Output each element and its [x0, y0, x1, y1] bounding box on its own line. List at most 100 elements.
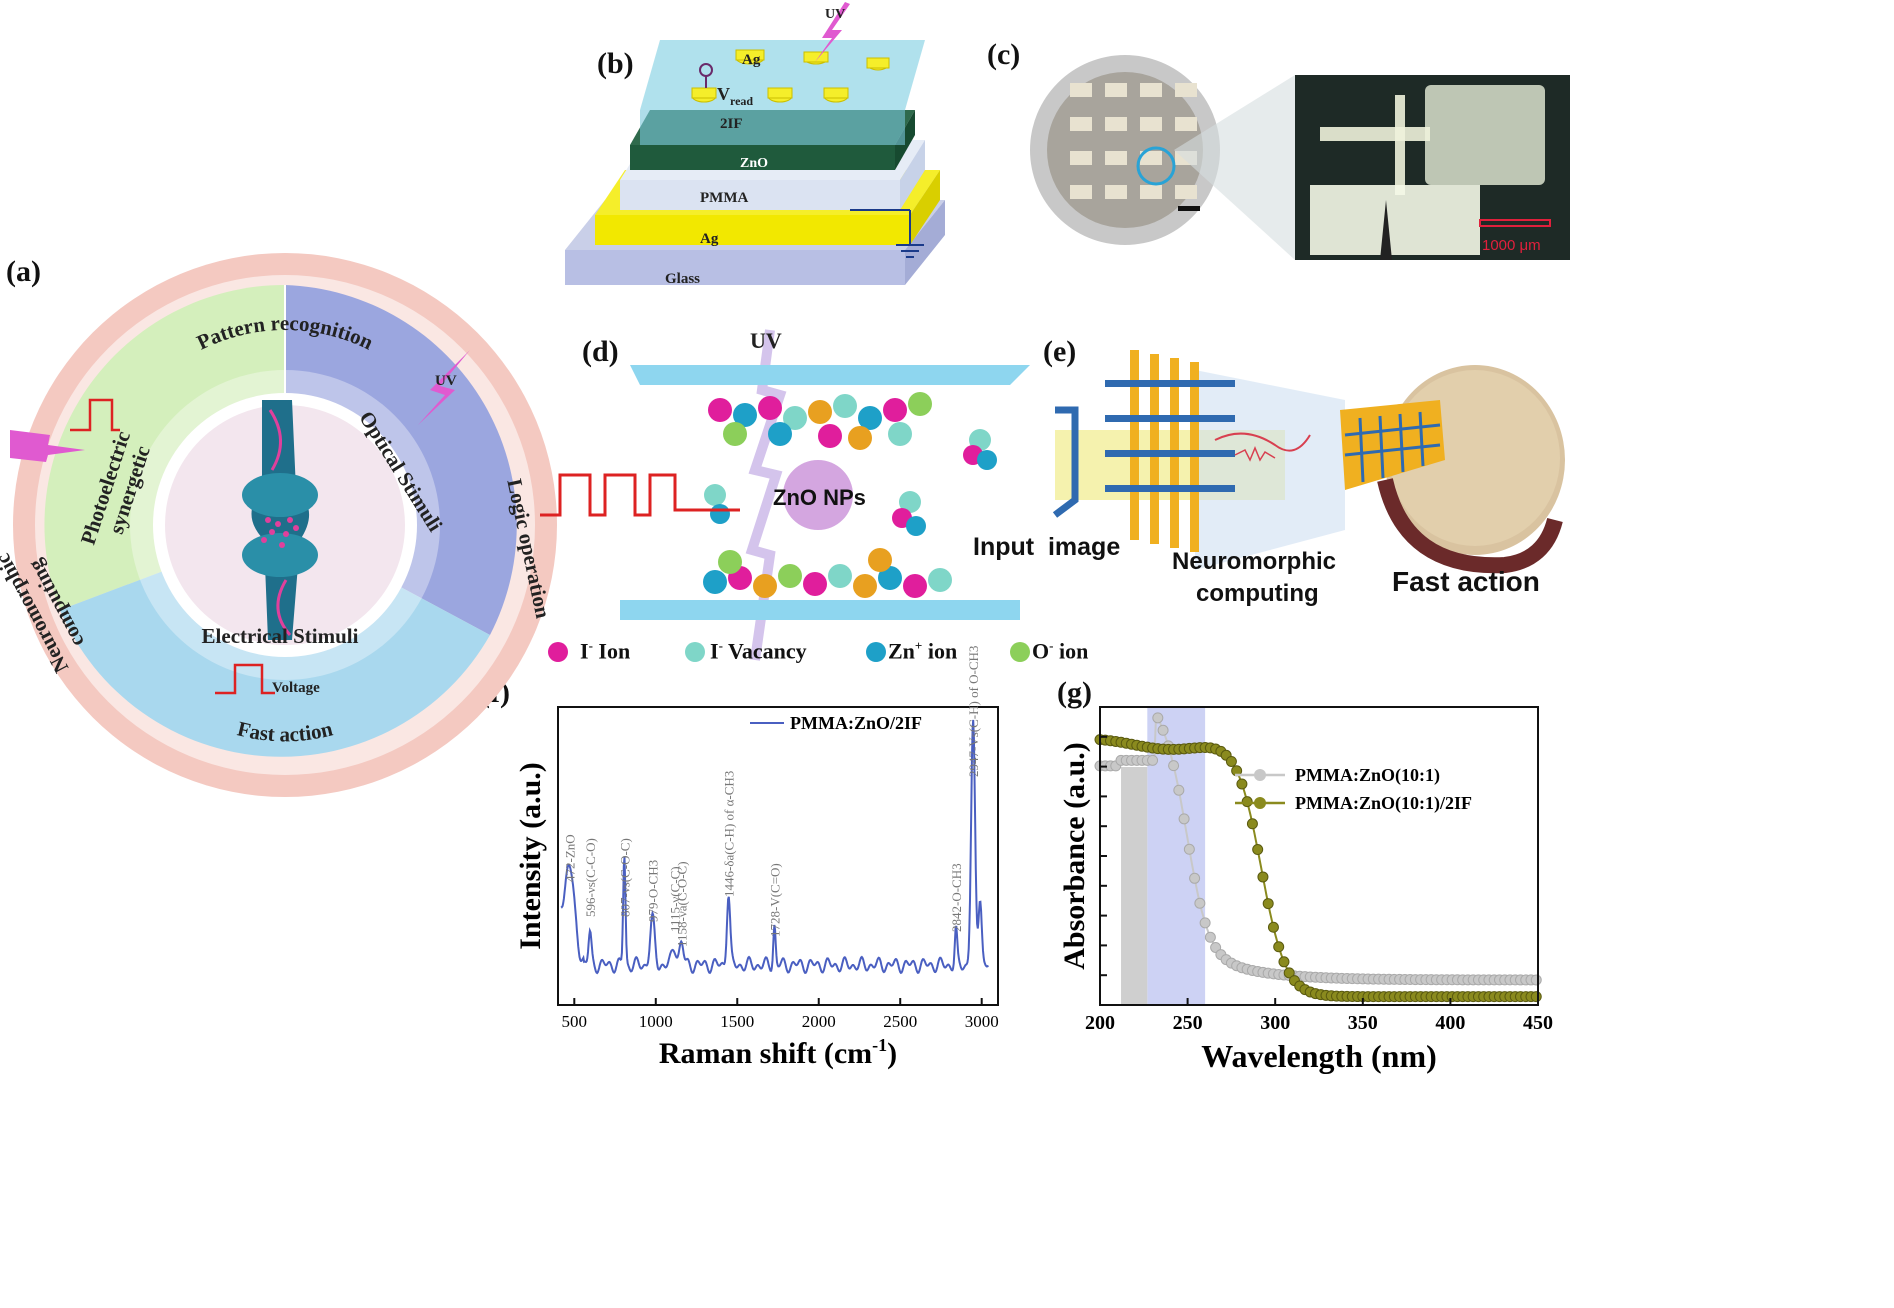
uv-label-d: UV — [750, 328, 782, 353]
y-axis-label: Absorbance (a.u.) — [1058, 742, 1091, 970]
scale-bar-label: 1000 μm — [1482, 237, 1541, 254]
helmet-illustration — [1340, 365, 1565, 574]
top-electrodes — [691, 49, 890, 103]
legend-zn-ion: Zn+ ion — [888, 638, 958, 664]
peak-annotation: 1115-ν(C-C) — [668, 866, 683, 932]
panel-d-ions: UV ZnO NPs — [540, 328, 1030, 662]
voltage-pulse-icon — [215, 663, 275, 695]
ion-legend — [548, 642, 1030, 662]
chart-g-absorbance: 200 250 300 350 400 450 PMMA:ZnO(10:1) PMMA:ZnO… — [1058, 706, 1553, 1074]
series-point-1 — [1530, 991, 1542, 1003]
x-tick-label: 350 — [1348, 1012, 1378, 1034]
series-point-1 — [1283, 967, 1295, 979]
series-point-1 — [1257, 871, 1269, 883]
uv-label-a: UV — [435, 373, 457, 389]
uv-lightning-icon — [418, 350, 470, 425]
legend-label: PMMA:ZnO(10:1) — [1295, 765, 1440, 786]
x-tick-label: 300 — [1260, 1012, 1290, 1034]
legend-o-ion: O- ion — [1032, 638, 1089, 664]
x-tick-label: 1500 — [720, 1012, 754, 1031]
series-point-0 — [1183, 843, 1195, 855]
series-point-1 — [1236, 778, 1248, 790]
electrode-array — [1070, 83, 1197, 199]
series-point-1 — [1267, 921, 1279, 933]
panel-label-e: (e) — [1043, 335, 1077, 368]
label-input-image: Input image — [973, 533, 1121, 561]
series-point-1 — [1241, 796, 1253, 808]
label-vread: Vread — [717, 84, 753, 108]
series-point-0 — [1168, 760, 1180, 772]
x-tick-label: 500 — [562, 1012, 588, 1031]
series-point-1 — [1246, 818, 1258, 830]
label-ag-bottom: Ag — [700, 231, 719, 247]
panel-label-c: (c) — [987, 38, 1021, 71]
x-tick-label: 1000 — [639, 1012, 673, 1031]
legend-i-ion: I- Ion — [580, 638, 631, 664]
series-point-0 — [1204, 931, 1216, 943]
x-tick-label: 2000 — [802, 1012, 836, 1031]
x-tick-label: 200 — [1085, 1012, 1115, 1034]
zno-nanoparticle — [783, 460, 853, 530]
peak-annotation: 596-νs(C-C-O) — [583, 838, 598, 917]
x-tick-label: 400 — [1435, 1012, 1465, 1034]
series-point-0 — [1530, 974, 1542, 986]
x-tick-label: 250 — [1173, 1012, 1203, 1034]
series-point-0 — [1178, 813, 1190, 825]
panel-label-b: (b) — [597, 47, 634, 80]
series-point-1 — [1262, 898, 1274, 910]
ion-cluster-bottom — [703, 548, 952, 598]
label-glass: Glass — [665, 271, 700, 287]
x-axis-label: Wavelength (nm) — [1201, 1038, 1437, 1074]
highlight-band — [1147, 707, 1206, 1005]
peak-annotation: 979-O-CH3 — [645, 860, 660, 922]
series-point-1 — [1225, 755, 1237, 767]
peak-annotation: 2842-O-CH3 — [949, 863, 964, 932]
legend-marker — [1254, 797, 1266, 809]
series-point-1 — [1278, 956, 1290, 968]
label-zno-nps: ZnO NPs — [773, 485, 866, 510]
series-point-0 — [1173, 784, 1185, 796]
x-tick-label: 450 — [1523, 1012, 1553, 1034]
label-neuromorphic-e: Neuromorphic — [1172, 548, 1337, 575]
label-fast-action-e: Fast action — [1392, 566, 1540, 597]
x-tick-label: 2500 — [883, 1012, 917, 1031]
peak-annotation: 1446-δa(C-H) of α-CH3 — [721, 771, 736, 897]
label-2if: 2IF — [720, 116, 743, 132]
panel-a-diagram: Pattern recognition Fast action Logic op… — [0, 253, 557, 797]
uv-label-b: UV — [825, 7, 845, 22]
series-point-0 — [1157, 724, 1169, 736]
y-axis-label: Intensity (a.u.) — [514, 762, 547, 950]
label-pmma: PMMA — [700, 190, 748, 206]
label-electrical-stimuli: Electrical Stimuli — [202, 624, 359, 648]
panel-label-d: (d) — [582, 335, 619, 368]
series-point-0 — [1199, 917, 1211, 929]
series-point-0 — [1152, 712, 1164, 724]
legend-i-vacancy: I- Vacancy — [710, 638, 807, 664]
panel-e-vision — [1052, 350, 1565, 574]
left-lightning-icon — [10, 430, 85, 462]
series-point-0 — [1194, 897, 1206, 909]
series-point-0 — [1189, 872, 1201, 884]
legend-marker — [1254, 769, 1266, 781]
label-ag-top: Ag — [742, 52, 761, 68]
panel-label-g: (g) — [1057, 676, 1092, 709]
plot-frame — [557, 706, 999, 1006]
voltage-label: Voltage — [272, 680, 320, 696]
ground-icon — [850, 209, 924, 258]
peak-annotation: 1158-νa(C-O-C) — [675, 861, 690, 947]
peak-annotation: 1728-V(C=O) — [767, 863, 782, 937]
peak-annotation: 807-νs(C-O-C) — [617, 838, 632, 917]
panel-label-a: (a) — [6, 255, 41, 288]
uv-lightning-b-icon — [815, 2, 850, 62]
peak-annotation: 2947-Vs(C-H) of O-CH3 — [966, 646, 981, 777]
x-tick-label: 3000 — [965, 1012, 999, 1031]
legend-label: PMMA:ZnO(10:1)/2IF — [1295, 793, 1472, 814]
synapse-illustration — [242, 400, 318, 640]
ion-cluster-top — [708, 392, 997, 470]
pulse-train-icon — [540, 473, 740, 517]
series-line — [560, 719, 990, 975]
peak-annotation: 472-ZnO — [563, 834, 578, 882]
label-zno: ZnO — [740, 156, 768, 171]
photo-pulse-icon — [70, 398, 120, 432]
